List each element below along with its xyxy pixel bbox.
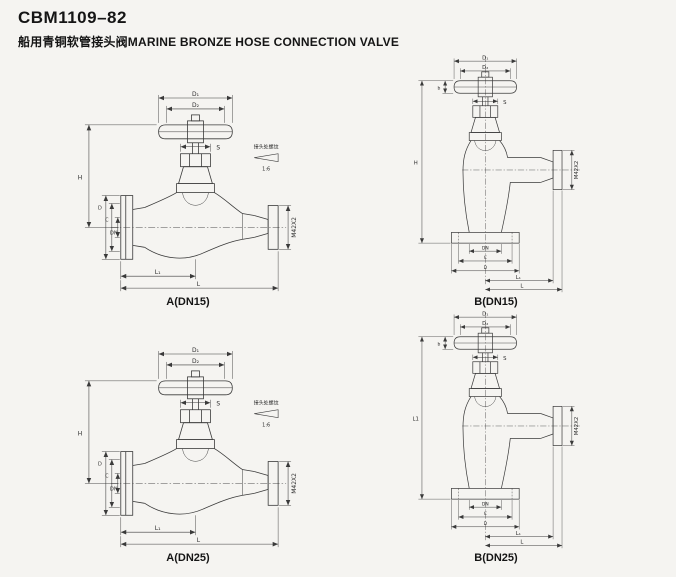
dim-label-l1: L₁ <box>516 275 521 281</box>
taper-label: 1:6 <box>262 422 270 428</box>
dim-label-l1-left: L1 <box>413 416 419 422</box>
dim-label-h: H <box>77 174 82 181</box>
dim-label-c: C <box>484 511 487 517</box>
standard-number: CBM1109–82 <box>18 8 127 27</box>
dim-label-dn: DN <box>482 245 489 251</box>
valve-outline <box>84 95 290 291</box>
dim-label-b: b <box>437 342 440 348</box>
dim-label-d: D <box>97 461 101 467</box>
figure-caption: B(DN25) <box>474 551 518 564</box>
dim-label-s: S <box>503 100 507 106</box>
dim-label-dn: DN <box>110 486 118 492</box>
dim-label-d1: D₁ <box>482 311 488 317</box>
valve-drawing-b-dn25: D₁ D₂ b S L1 DN C D L₁ L M42X2 <box>413 311 587 551</box>
dim-label-l: L <box>520 540 523 546</box>
dim-label-l: L <box>196 281 200 288</box>
valve-outline <box>84 351 290 547</box>
figure-caption: A(DN25) <box>166 551 210 564</box>
dim-label-d2: D₂ <box>191 102 199 109</box>
dim-label-h: H <box>414 161 418 167</box>
valve-outline <box>418 312 581 548</box>
thread-size-label: M42X2 <box>291 217 298 238</box>
valve-drawing-b-dn15: D₁ D₂ b S H DN C D L₁ L M42X2 <box>414 55 587 295</box>
dim-label-d: D <box>484 265 488 271</box>
standard-title: 船用青铜软管接头阀MARINE BRONZE HOSE CONNECTION V… <box>18 35 400 49</box>
dim-label-dn: DN <box>110 230 118 236</box>
thread-size-label: M42X2 <box>291 473 298 494</box>
dim-label-s: S <box>216 144 220 151</box>
valve-drawing-a-dn15: D₁ D₂ S H D C DN L₁ L 接头处螺纹 1:6 M42X2 <box>77 91 298 295</box>
valve-outline <box>418 56 581 292</box>
figure-caption: B(DN15) <box>474 295 518 308</box>
dim-label-l1: L₁ <box>154 525 160 532</box>
dim-label-c: C <box>484 255 487 261</box>
dim-label-dn: DN <box>482 501 489 507</box>
dim-label-l: L <box>520 284 523 290</box>
dim-label-l1: L₁ <box>516 531 521 537</box>
dim-label-d1: D₁ <box>482 55 488 61</box>
dim-label-s: S <box>216 400 220 407</box>
dim-label-c: C <box>105 217 109 223</box>
dim-label-s: S <box>503 356 507 362</box>
thread-size-label: M42X2 <box>574 417 580 435</box>
dim-label-d2: D₂ <box>191 358 199 365</box>
figure-b-dn25: D₁ D₂ b S L1 DN C D L₁ L M42X2 B(DN25) <box>342 310 650 564</box>
thread-size-label: M42X2 <box>574 161 580 179</box>
dim-label-b: b <box>437 86 440 92</box>
dim-label-h: H <box>77 430 82 437</box>
dim-label-d2: D₂ <box>482 65 488 71</box>
dim-label-d: D <box>97 205 101 211</box>
figure-a-dn25: D₁ D₂ S H D C DN L₁ L 接头处螺纹 1:6 M42X2 A(… <box>34 310 342 564</box>
dim-label-l: L <box>196 537 200 544</box>
taper-label: 1:6 <box>262 166 270 172</box>
figure-grid: D₁ D₂ S H D C DN L₁ L 接头处螺纹 1:6 M42X2 A(… <box>0 50 676 564</box>
figure-b-dn15: D₁ D₂ b S H DN C D L₁ L M42X2 B(DN15) <box>342 54 650 308</box>
valve-drawing-a-dn25: D₁ D₂ S H D C DN L₁ L 接头处螺纹 1:6 M42X2 <box>77 347 298 551</box>
dim-label-l1: L₁ <box>154 269 160 276</box>
dim-label-d2: D₂ <box>482 321 488 327</box>
dim-label-c: C <box>105 473 109 479</box>
thread-note-label: 接头处螺纹 <box>253 143 278 150</box>
dim-label-d1: D₁ <box>191 347 199 354</box>
thread-note-label: 接头处螺纹 <box>253 399 278 406</box>
figure-a-dn15: D₁ D₂ S H D C DN L₁ L 接头处螺纹 1:6 M42X2 A(… <box>34 54 342 308</box>
dim-label-d: D <box>484 521 488 527</box>
sheet-header: CBM1109–82 船用青铜软管接头阀MARINE BRONZE HOSE C… <box>0 0 676 50</box>
figure-caption: A(DN15) <box>166 295 210 308</box>
dim-label-d1: D₁ <box>191 91 199 98</box>
